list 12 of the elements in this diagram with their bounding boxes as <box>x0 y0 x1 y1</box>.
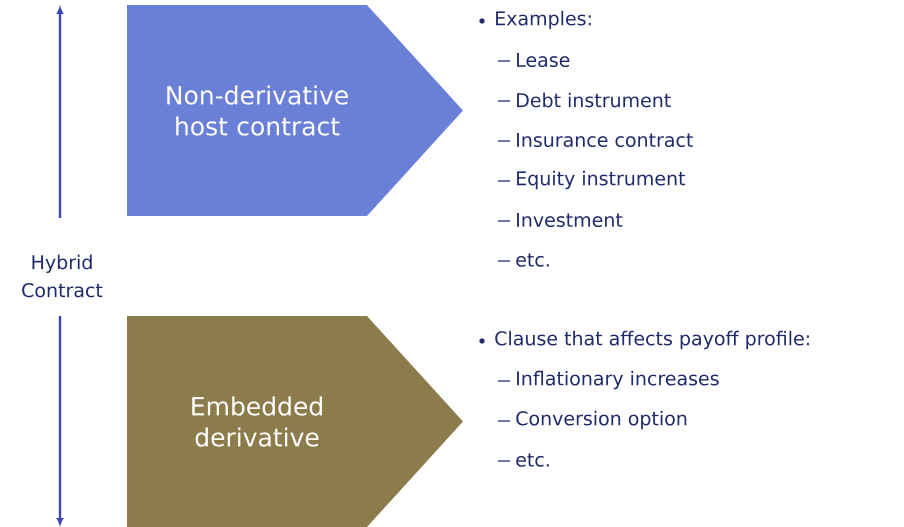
list-item: Inflationary increases <box>517 370 719 390</box>
list-item: Insurance contract <box>517 132 693 148</box>
list-item: Examples: <box>496 10 591 30</box>
list-item: etc. <box>516 453 549 467</box>
list-item: Debt instrument <box>517 92 671 108</box>
side-label: Hybrid Contract <box>22 254 102 298</box>
list-item: Lease <box>517 52 570 68</box>
list-item: Conversion option <box>516 410 686 430</box>
list-item: Clause that affects payoff profile: <box>495 330 809 350</box>
list-item: etc. <box>516 253 549 267</box>
list-item: Investment <box>517 212 622 228</box>
list-item: Equity instrument <box>517 170 686 190</box>
